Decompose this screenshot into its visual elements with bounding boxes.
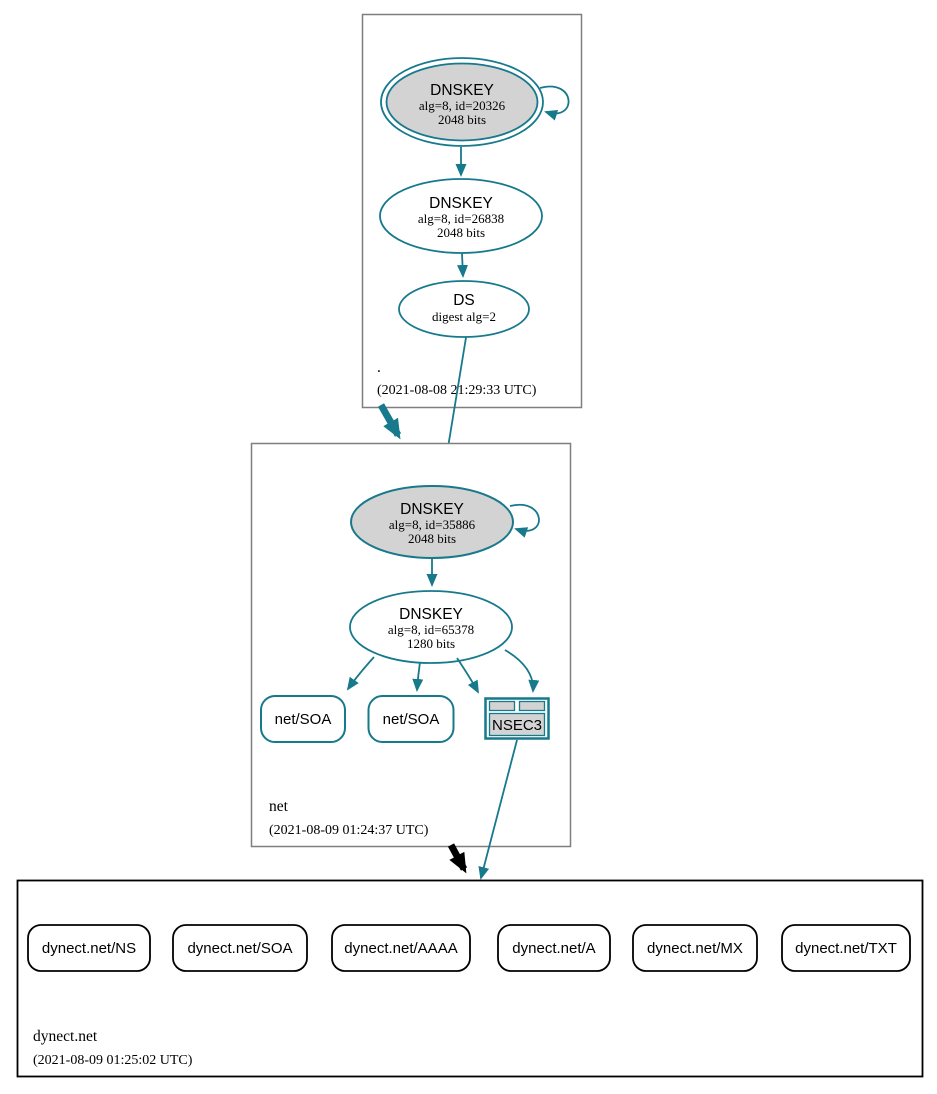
record-label: dynect.net/TXT xyxy=(795,940,897,957)
record-node-dynect-a: dynect.net/A xyxy=(497,924,611,972)
net-zone-label: net xyxy=(269,798,289,815)
root-ksk-inner-ellipse xyxy=(385,62,539,142)
edge-net-nsec3-to-dynect xyxy=(478,739,518,880)
nsec3-header-cell-right xyxy=(518,700,546,712)
record-box xyxy=(27,924,151,972)
record-node-dynect-txt: dynect.net/TXT xyxy=(781,924,911,972)
root-ksk-bits: 2048 bits xyxy=(438,112,486,127)
dynect-zone-box xyxy=(16,879,924,1078)
net-soa2-node: net/SOA xyxy=(367,695,455,743)
record-label: dynect.net/A xyxy=(512,940,595,957)
record-box xyxy=(781,924,911,972)
record-box xyxy=(331,924,471,972)
record-label: dynect.net/AAAA xyxy=(344,940,457,957)
root-ksk-detail: alg=8, id=20326 xyxy=(419,98,506,113)
root-zsk-ellipse xyxy=(379,178,543,254)
root-ksk-node: DNSKEY alg=8, id=20326 2048 bits xyxy=(380,57,544,147)
net-soa2-box xyxy=(367,695,455,743)
edge-root-zsk-to-ds xyxy=(457,253,469,278)
root-zone-label: . xyxy=(377,359,381,376)
edge-net-zsk-to-soa2 xyxy=(412,661,424,692)
record-node-dynect-aaaa: dynect.net/AAAA xyxy=(331,924,471,972)
net-ksk-selfloop-arrow xyxy=(509,503,540,538)
net-zone-timestamp: (2021-08-09 01:24:37 UTC) xyxy=(269,823,429,838)
record-label: dynect.net/MX xyxy=(647,940,743,957)
net-zsk-bits: 1280 bits xyxy=(407,636,455,651)
record-label: dynect.net/SOA xyxy=(187,940,292,957)
root-ds-ellipse xyxy=(398,280,530,338)
net-ksk-node: DNSKEY alg=8, id=35886 2048 bits xyxy=(350,485,514,559)
root-zsk-title: DNSKEY xyxy=(429,195,493,212)
net-nsec3-node: NSEC3 xyxy=(484,697,550,740)
record-label: dynect.net/NS xyxy=(42,940,136,957)
nsec3-main-cell xyxy=(488,712,546,737)
net-ksk-detail: alg=8, id=35886 xyxy=(389,517,476,532)
dynect-zone-label: dynect.net xyxy=(33,1028,98,1045)
net-zsk-detail: alg=8, id=65378 xyxy=(388,622,474,637)
record-box xyxy=(497,924,611,972)
dynect-zone-timestamp: (2021-08-09 01:25:02 UTC) xyxy=(33,1053,193,1068)
net-ksk-title: DNSKEY xyxy=(400,501,464,518)
net-zsk-ellipse xyxy=(349,590,513,664)
edge-net-zsk-to-soa1 xyxy=(346,656,375,691)
delegation-arrow-net-to-dynect xyxy=(447,843,468,874)
nsec3-label: NSEC3 xyxy=(492,717,542,734)
root-ds-node: DS digest alg=2 xyxy=(398,280,530,338)
record-node-dynect-mx: dynect.net/MX xyxy=(632,924,758,972)
root-ksk-selfloop-arrow xyxy=(539,85,570,121)
root-ds-detail: digest alg=2 xyxy=(432,309,496,324)
record-box xyxy=(172,924,308,972)
net-ksk-bits: 2048 bits xyxy=(408,531,456,546)
record-node-dynect-ns: dynect.net/NS xyxy=(27,924,151,972)
net-ksk-ellipse xyxy=(350,485,514,559)
edge-net-zsk-to-nsec3-top xyxy=(504,649,540,693)
delegation-arrow-root-to-net xyxy=(377,403,402,440)
root-zsk-bits: 2048 bits xyxy=(437,225,485,240)
nsec3-header-cell-left xyxy=(488,700,516,712)
record-box xyxy=(632,924,758,972)
net-zsk-title: DNSKEY xyxy=(399,606,463,623)
net-zsk-node: DNSKEY alg=8, id=65378 1280 bits xyxy=(349,590,513,664)
root-ksk-title: DNSKEY xyxy=(430,82,494,99)
root-zsk-node: DNSKEY alg=8, id=26838 2048 bits xyxy=(379,178,543,254)
record-node-dynect-soa: dynect.net/SOA xyxy=(172,924,308,972)
root-ds-title: DS xyxy=(453,292,475,309)
net-soa1-node: net/SOA xyxy=(260,695,346,743)
root-zsk-detail: alg=8, id=26838 xyxy=(418,211,504,226)
net-soa1-box xyxy=(260,695,346,743)
net-soa2-label: net/SOA xyxy=(383,711,440,728)
net-soa1-label: net/SOA xyxy=(275,711,332,728)
edge-net-zsk-to-nsec3-left xyxy=(456,657,479,694)
